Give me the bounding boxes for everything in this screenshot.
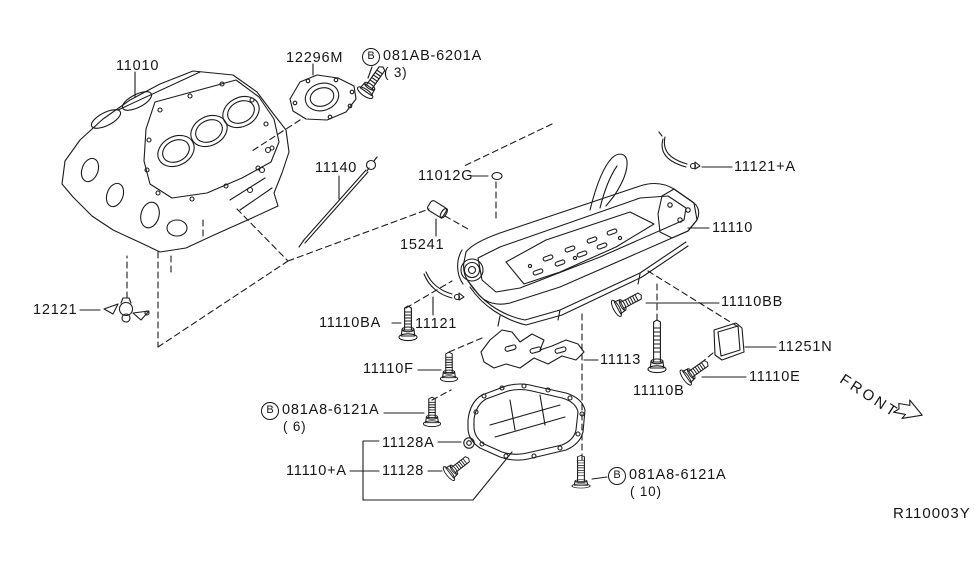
dipstick-drawing — [298, 156, 378, 248]
plug-drawing — [491, 171, 503, 181]
oil-pump-boss — [457, 249, 484, 285]
label-oil-pan-lower: 11110+A — [286, 463, 347, 479]
label-bolt-081a8-6121a-10-text: 081A8-6121A — [629, 467, 727, 484]
washer-drawing — [463, 437, 475, 449]
deck-bolt-holes — [144, 81, 275, 202]
label-bolt-081a8-6121a-10-qty: ( 10) — [630, 484, 662, 499]
upper-oil-pan-drawing — [457, 153, 700, 327]
label-drain-plug-11128: 11128 — [382, 463, 425, 479]
group-bracket-lines — [349, 440, 513, 501]
gauge-guide-a-drawing — [658, 131, 701, 170]
label-bolt-11110ba: 11110BA — [319, 315, 382, 331]
label-gauge-guide-a: 11121+A — [734, 159, 796, 175]
label-washer-11128a: 11128A — [382, 435, 435, 451]
bolt-081a8-6121a-6-drawing — [422, 396, 442, 428]
label-bolt-081ab-6201a-qty: ( 3) — [384, 65, 408, 80]
bolt-11110bb-drawing — [608, 286, 647, 319]
b-symbol-icon: B — [362, 48, 380, 66]
label-bolt-081ab-6201a-text: 081AB-6201A — [383, 48, 483, 65]
label-seal-retainer: 12296M — [286, 50, 344, 66]
lower-oil-pan-drawing — [467, 383, 586, 461]
b-symbol-icon: B — [261, 402, 279, 420]
pan-deck-slots — [527, 228, 623, 276]
label-oil-pan-upper: 11110 — [712, 220, 754, 236]
label-baffle-plate: 11113 — [600, 352, 642, 368]
cover-plate-drawing — [713, 322, 745, 361]
label-connector-15241: 15241 — [400, 237, 445, 253]
leader-lines — [79, 63, 777, 480]
bolt-11110b-drawing — [647, 319, 667, 374]
label-oil-jet-12121: 12121 — [33, 302, 78, 318]
label-bolt-081ab-6201a: B 081AB-6201A — [362, 48, 482, 66]
drain-plug-11128-drawing — [441, 450, 475, 483]
seal-retainer-drawing — [289, 74, 357, 121]
cylinder-block-drawing — [61, 70, 290, 253]
label-bolt-081a8-6121a-10: B 081A8-6121A — [608, 467, 727, 485]
label-plug-11012g: 11012G — [418, 168, 474, 184]
baffle-plate-drawing — [480, 329, 585, 369]
label-bolt-081a8-6121a-6-qty: ( 6) — [283, 419, 307, 434]
connector-drawing — [427, 200, 448, 219]
label-cover-11251n: 11251N — [778, 339, 833, 355]
label-gauge-guide: 11121 — [415, 316, 458, 332]
label-bolt-11110f: 11110F — [363, 361, 414, 377]
diagram-reference-code: R110003Y — [893, 505, 971, 522]
pan-rim-bolt-holes — [473, 383, 585, 459]
label-cylinder-block: 11010 — [116, 58, 160, 74]
bolt-081a8-6121a-10-drawing — [571, 454, 591, 489]
bolt-11110e-drawing — [677, 354, 714, 388]
label-oil-level-gauge: 11140 — [315, 160, 358, 176]
b-symbol-icon: B — [608, 467, 626, 485]
label-bolt-11110b: 11110B — [633, 383, 685, 399]
gauge-guide-drawing — [423, 271, 465, 301]
label-bolt-081a8-6121a-6-text: 081A8-6121A — [282, 402, 380, 419]
oil-jet-drawing — [103, 297, 150, 323]
front-arrow-icon — [893, 399, 923, 420]
label-bolt-081a8-6121a-6: B 081A8-6121A — [261, 402, 380, 420]
bolt-11110f-drawing — [439, 351, 459, 383]
label-bolt-11110bb: 11110BB — [721, 294, 784, 310]
label-bolt-11110e: 11110E — [749, 369, 801, 385]
